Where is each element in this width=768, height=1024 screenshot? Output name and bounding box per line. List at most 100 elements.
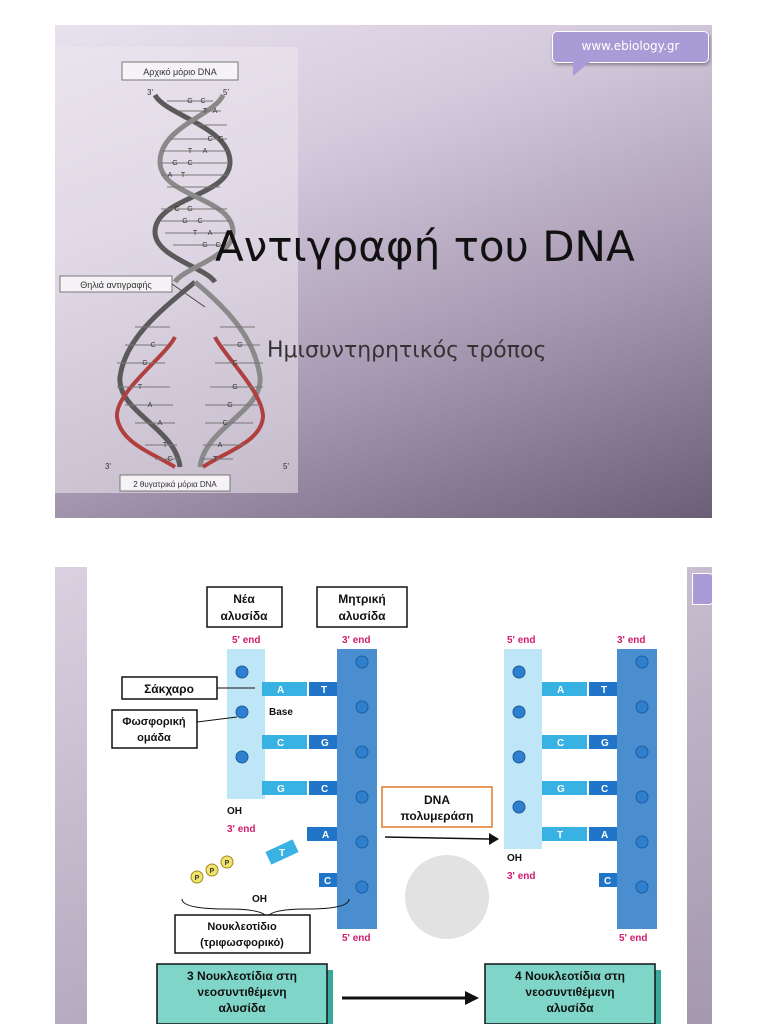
- unpaired-base: C: [324, 876, 331, 887]
- base-letter: G: [182, 218, 187, 225]
- base-letter: C: [150, 342, 155, 349]
- base-letter: G: [202, 242, 207, 249]
- base-letter: A: [218, 442, 223, 449]
- base-letter: G: [227, 402, 232, 409]
- daughter-dna-label-box: [119, 474, 231, 492]
- end-3-left: 3' end: [227, 824, 256, 835]
- slide-title: Αρχικό μόριο DNA 3' 5' G C T A C G T A G…: [55, 25, 712, 518]
- oh-label-left: OH: [227, 806, 242, 817]
- phosphate-p: P: [210, 868, 215, 875]
- end-5-parent-left: 5' end: [342, 933, 371, 944]
- website-badge[interactable]: www.ebiology.gr: [552, 31, 709, 63]
- box-right-text-1: 4 Νουκλεοτίδια στη: [515, 969, 625, 983]
- parent-strand-band-left: [337, 649, 377, 929]
- end-5-top: 5': [223, 88, 229, 97]
- phosphate-p: P: [225, 860, 230, 867]
- base-pair-left: C: [557, 738, 564, 749]
- box-right: [484, 963, 656, 1024]
- polymerase-box: [381, 786, 493, 828]
- base-pair-right: T: [321, 685, 327, 696]
- end-3-parent-right: 3' end: [617, 635, 646, 646]
- sugar-label: Σάκχαρο: [144, 682, 194, 696]
- parent-strand-label: Μητρική: [338, 592, 385, 606]
- end-3-bottom: 3': [105, 462, 111, 471]
- base-letter: G: [187, 206, 192, 213]
- parent-strand-label-2: αλυσίδα: [338, 609, 386, 623]
- base-letter: C: [207, 136, 212, 143]
- end-3-parent-left: 3' end: [342, 635, 371, 646]
- daughter-dna-label: 2 θυγατρικά μόρια DNA: [133, 480, 217, 489]
- base-letter: A: [158, 420, 163, 427]
- end-3-top: 3': [147, 88, 153, 97]
- base-pair-left: C: [277, 738, 284, 749]
- base-letter: G: [218, 136, 223, 143]
- phosphate-label-2: ομάδα: [137, 732, 171, 744]
- end-5-left: 5' end: [232, 635, 261, 646]
- base-letter: G: [232, 384, 237, 391]
- slide-subtitle-text: Ημισυντηρητικός τρόπος: [267, 338, 547, 363]
- box-right-text-2: νεοσυντιθέμενη: [525, 985, 614, 999]
- new-strand-label-2: αλυσίδα: [220, 609, 268, 623]
- base-letter: T: [213, 456, 218, 463]
- base-letter: A: [168, 172, 173, 179]
- base-pair-left: G: [277, 784, 285, 795]
- base-letter: C: [187, 160, 192, 167]
- polymerase-label: DNA: [424, 793, 450, 807]
- new-strand-label: Νέα: [233, 592, 255, 606]
- box-left-text-1: 3 Νουκλεοτίδια στη: [187, 969, 297, 983]
- base-letter: T: [188, 148, 193, 155]
- slide-replication-diagram: Νέα αλυσίδα Μητρική αλυσίδα 5' end 3' en…: [55, 567, 712, 1024]
- slide-title-text: Αντιγραφή του DNA: [215, 222, 635, 271]
- base-letter: C: [215, 242, 220, 249]
- new-strand-band-right: [504, 649, 542, 849]
- base-letter: G: [187, 98, 192, 105]
- base-letter: T: [203, 108, 208, 115]
- box-right-text-3: αλυσίδα: [546, 1001, 594, 1015]
- polymerase-label-2: πολυμεράση: [400, 809, 473, 823]
- base-pair-right: C: [601, 784, 608, 795]
- base-pair-left: A: [557, 685, 564, 696]
- nucleotide-label: Νουκλεοτίδιο: [207, 921, 277, 933]
- base-letter: T: [163, 442, 168, 449]
- base-pair-right: T: [601, 685, 607, 696]
- base-pair-left: A: [277, 685, 284, 696]
- end-5-bottom: 5': [283, 462, 289, 471]
- base-letter: G: [237, 342, 242, 349]
- website-text: www.ebiology.gr: [581, 39, 680, 53]
- original-dna-label: Αρχικό μόριο DNA: [143, 67, 217, 77]
- dna-replication-figure: Αρχικό μόριο DNA 3' 5' G C T A C G T A G…: [55, 47, 298, 493]
- phosphate-p: P: [195, 875, 200, 882]
- base-pair-right: G: [321, 738, 329, 749]
- incoming-base-t: T: [279, 848, 285, 859]
- parent-strand-band-right: [617, 649, 657, 929]
- base-letter: C: [167, 456, 172, 463]
- fork-label: Θηλιά αντιγραφής: [80, 280, 152, 290]
- base-letter: A: [148, 402, 153, 409]
- box-left: [156, 963, 328, 1024]
- base-letter: A: [203, 148, 208, 155]
- parent-strand-box: [316, 586, 408, 628]
- base-letter: A: [213, 108, 218, 115]
- parent-base-a: A: [322, 830, 329, 841]
- oh-label-nucleotide: OH: [252, 894, 267, 905]
- end-3-right: 3' end: [507, 871, 536, 882]
- polymerase-diagram: Νέα αλυσίδα Μητρική αλυσίδα 5' end 3' en…: [87, 567, 687, 1024]
- original-dna-label-box: [121, 61, 239, 81]
- base-letter: T: [138, 384, 143, 391]
- base-letter: C: [174, 206, 179, 213]
- base-letter: A: [208, 230, 213, 237]
- base-pair-right: A: [601, 830, 608, 841]
- base-pair-right: G: [601, 738, 609, 749]
- nucleotide-label-2: (τριφωσφορικό): [200, 937, 284, 949]
- base-letter: C: [232, 360, 237, 367]
- base-label: Base: [269, 707, 293, 718]
- polymerase-cloud: [405, 855, 489, 939]
- base-pair-left: T: [557, 830, 563, 841]
- base-letter: C: [200, 98, 205, 105]
- phosphate-label-box: [111, 709, 198, 749]
- base-pair-right: C: [321, 784, 328, 795]
- base-letter: T: [193, 230, 198, 237]
- box-left-text-2: νεοσυντιθέμενη: [197, 985, 286, 999]
- unpaired-base-right: C: [604, 876, 611, 887]
- badge-fragment: [692, 573, 712, 605]
